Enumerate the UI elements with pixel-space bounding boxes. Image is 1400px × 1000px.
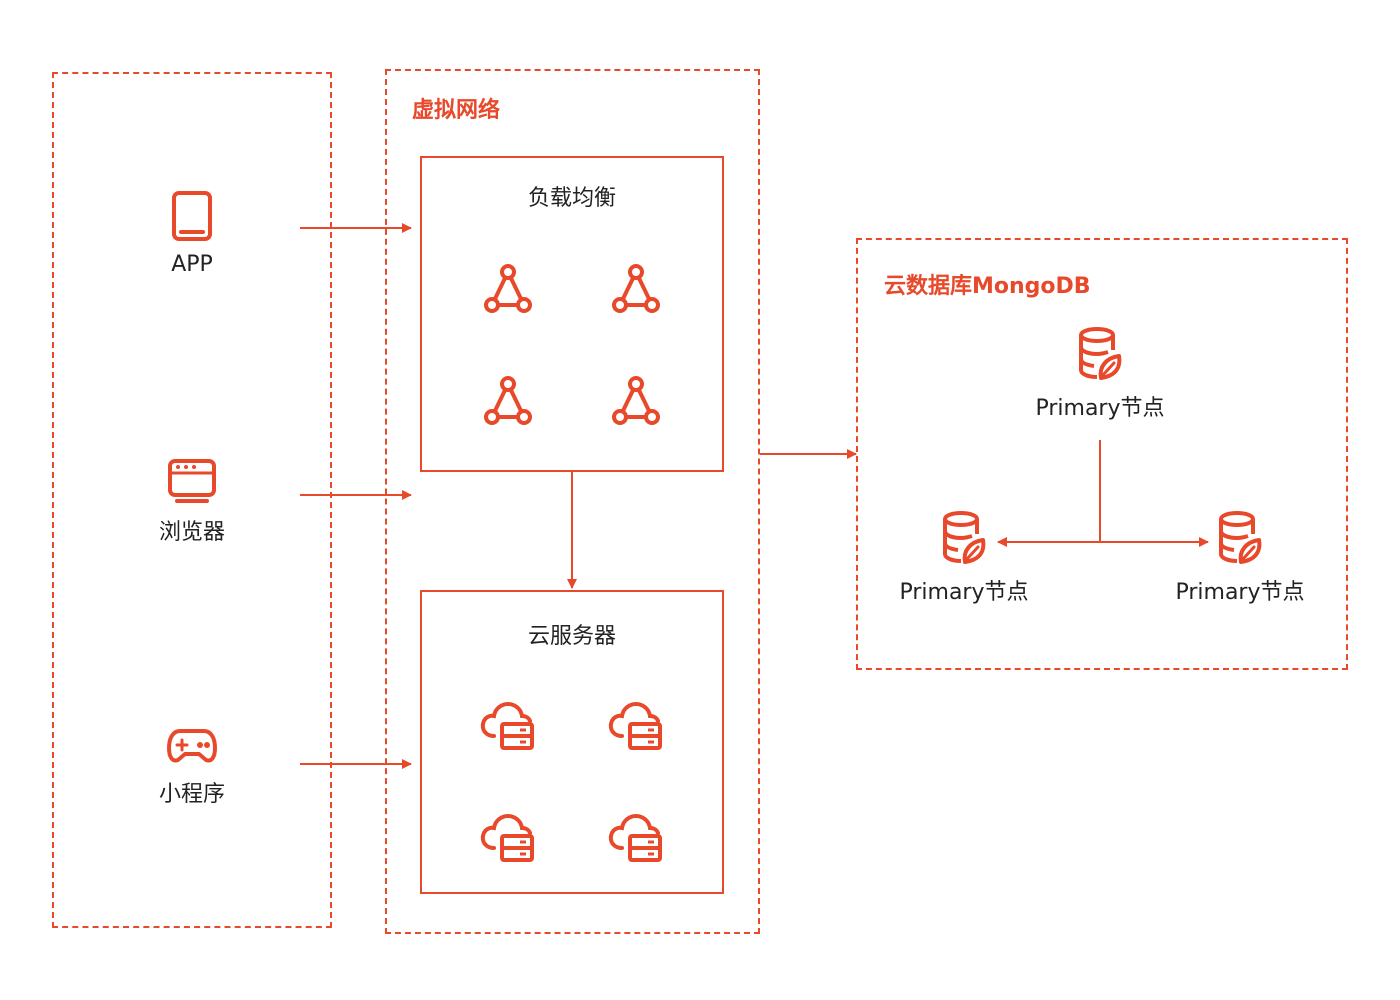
cloud-server-icon: [608, 812, 664, 868]
cloud-server-box: 云服务器: [420, 590, 724, 894]
gamepad-icon: [166, 726, 218, 770]
mongodb-node-top: Primary节点: [1010, 326, 1190, 422]
mongodb-node-label: Primary节点: [1035, 396, 1165, 421]
load-balancer-title: 负载均衡: [527, 186, 616, 211]
client-app-label: APP: [171, 252, 213, 277]
network-triangle-icon: [610, 263, 662, 319]
network-triangle-icon: [482, 263, 534, 319]
network-triangle-icon: [610, 375, 662, 431]
network-triangle-icon: [482, 375, 534, 431]
mongodb-group: [856, 238, 1348, 670]
database-leaf-icon: [1077, 326, 1123, 386]
client-browser: 浏览器: [112, 458, 272, 546]
browser-window-icon: [167, 458, 217, 508]
vnet-title: 虚拟网络: [412, 98, 501, 123]
client-group: [52, 72, 332, 928]
mongodb-node-right: Primary节点: [1150, 510, 1330, 606]
mongodb-node-label: Primary节点: [899, 580, 1029, 605]
client-miniprogram-label: 小程序: [158, 782, 225, 807]
mongodb-node-left: Primary节点: [874, 510, 1054, 606]
database-leaf-icon: [941, 510, 987, 570]
mongodb-node-label: Primary节点: [1175, 580, 1305, 605]
client-browser-label: 浏览器: [158, 520, 225, 545]
vnet-group: [385, 69, 760, 934]
database-leaf-icon: [1217, 510, 1263, 570]
cloud-server-icon: [480, 812, 536, 868]
cloud-server-icon: [608, 700, 664, 756]
load-balancer-box: 负载均衡: [420, 156, 724, 472]
cloud-server-icon: [480, 700, 536, 756]
mongodb-title: 云数据库MongoDB: [884, 274, 1091, 299]
client-miniprogram: 小程序: [112, 726, 272, 808]
client-app: APP: [112, 190, 272, 277]
cloud-server-title: 云服务器: [527, 624, 616, 649]
tablet-icon: [171, 190, 213, 246]
